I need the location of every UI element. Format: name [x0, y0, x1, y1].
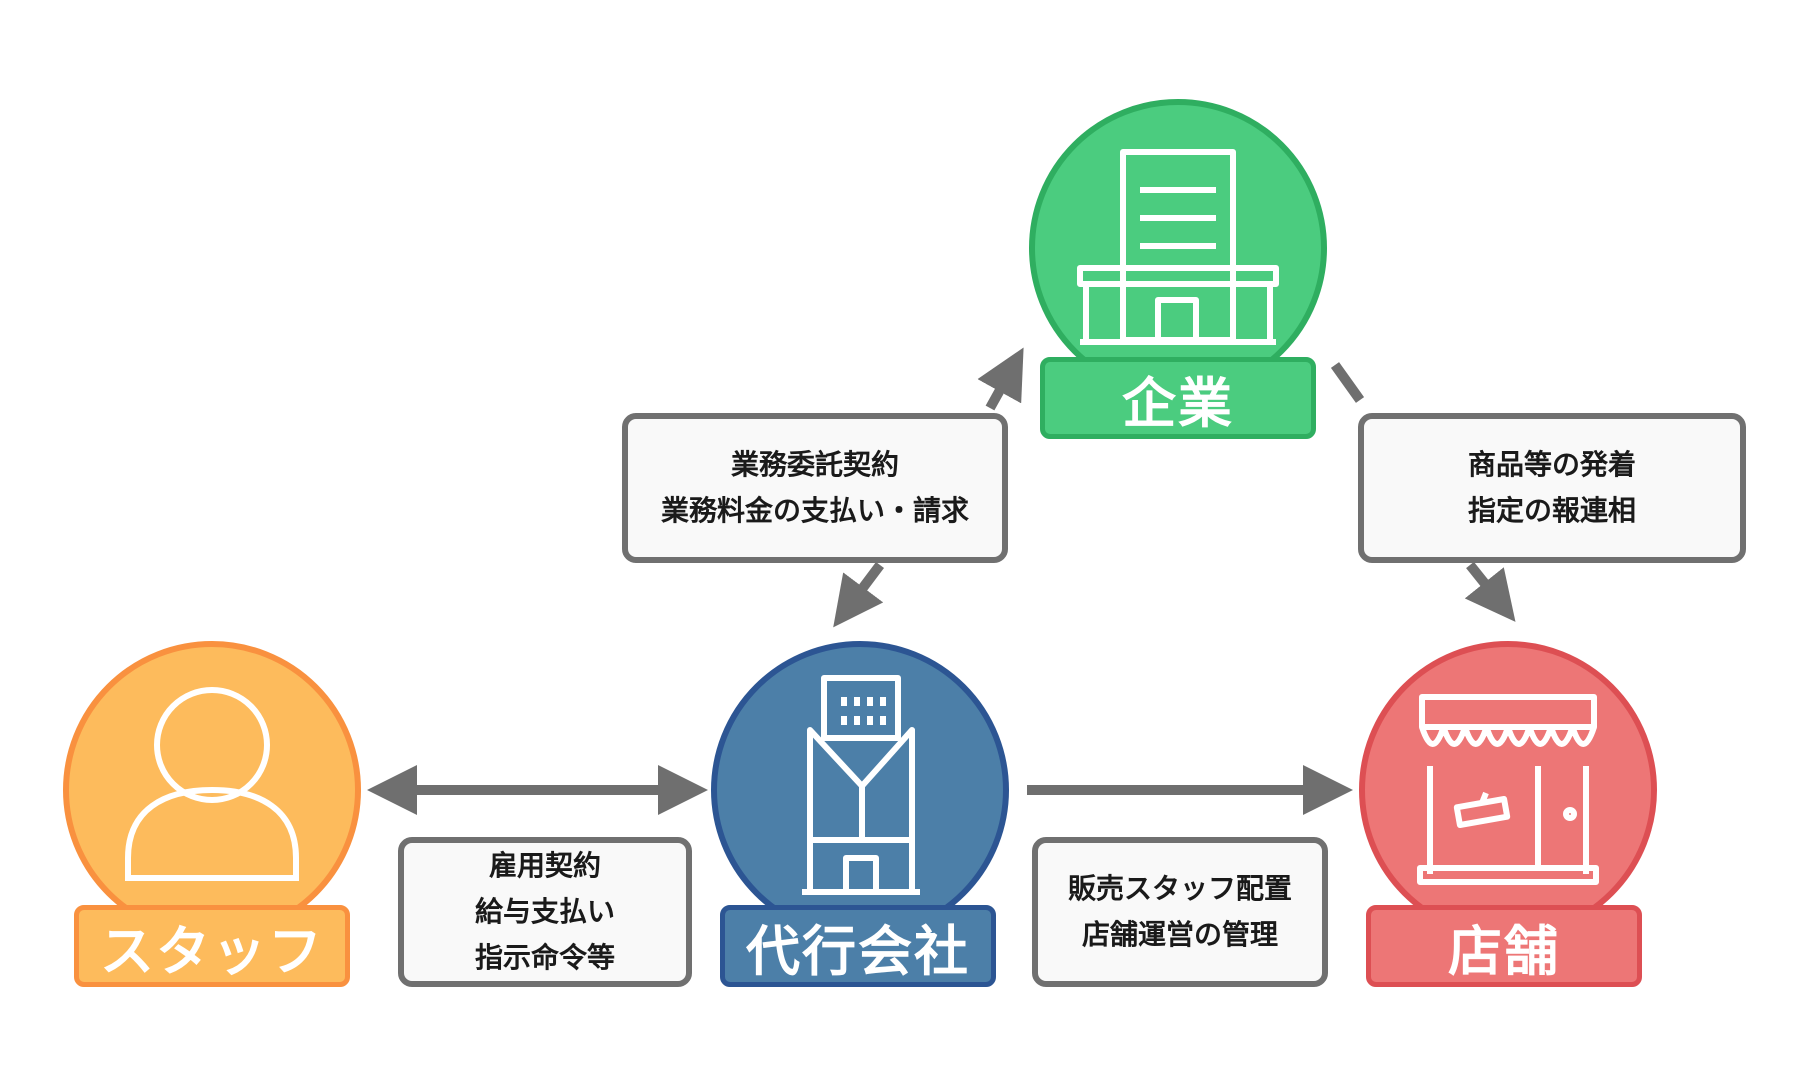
agency-label: 代行会社: [720, 905, 996, 987]
staff-agency-relation-box: 雇用契約 給与支払い 指示命令等: [398, 837, 692, 987]
storefront-icon: [1417, 694, 1599, 885]
arrows: [367, 347, 1516, 815]
office-building-icon: [1077, 149, 1279, 345]
relation-line: 給与支払い: [474, 895, 615, 928]
store-label: 店舗: [1366, 905, 1642, 987]
company-label: 企業: [1040, 357, 1316, 439]
arrow-company-agency-bottom: [833, 562, 884, 628]
company-store-relation-box: 商品等の発着 指定の報連相: [1358, 413, 1746, 563]
relation-line: 販売スタッフ配置: [1067, 872, 1292, 905]
arrow-company-agency-top: [977, 347, 1024, 411]
company-node: [1029, 99, 1327, 397]
relation-line: 店舗運営の管理: [1081, 918, 1278, 951]
relation-line: 指定の報連相: [1467, 494, 1636, 527]
staff-node: [63, 641, 361, 939]
staff-label: スタッフ: [74, 905, 350, 987]
relation-line: 業務料金の支払い・請求: [660, 494, 969, 527]
relation-line: 業務委託契約: [730, 448, 899, 481]
relation-line: 雇用契約: [488, 849, 601, 882]
arrow-company-store-top: [1330, 362, 1365, 403]
relation-line: 商品等の発着: [1467, 448, 1636, 481]
relation-line: 指示命令等: [474, 941, 615, 974]
arrow-company-store-bottom: [1464, 561, 1516, 622]
company-agency-relation-box: 業務委託契約 業務料金の支払い・請求: [622, 413, 1008, 563]
store-node: [1359, 641, 1657, 939]
person-icon: [125, 687, 299, 881]
skyscraper-icon: [802, 675, 920, 895]
agency-node: [711, 641, 1009, 939]
agency-store-relation-box: 販売スタッフ配置 店舗運営の管理: [1032, 837, 1328, 987]
store-circle: [1359, 641, 1657, 939]
